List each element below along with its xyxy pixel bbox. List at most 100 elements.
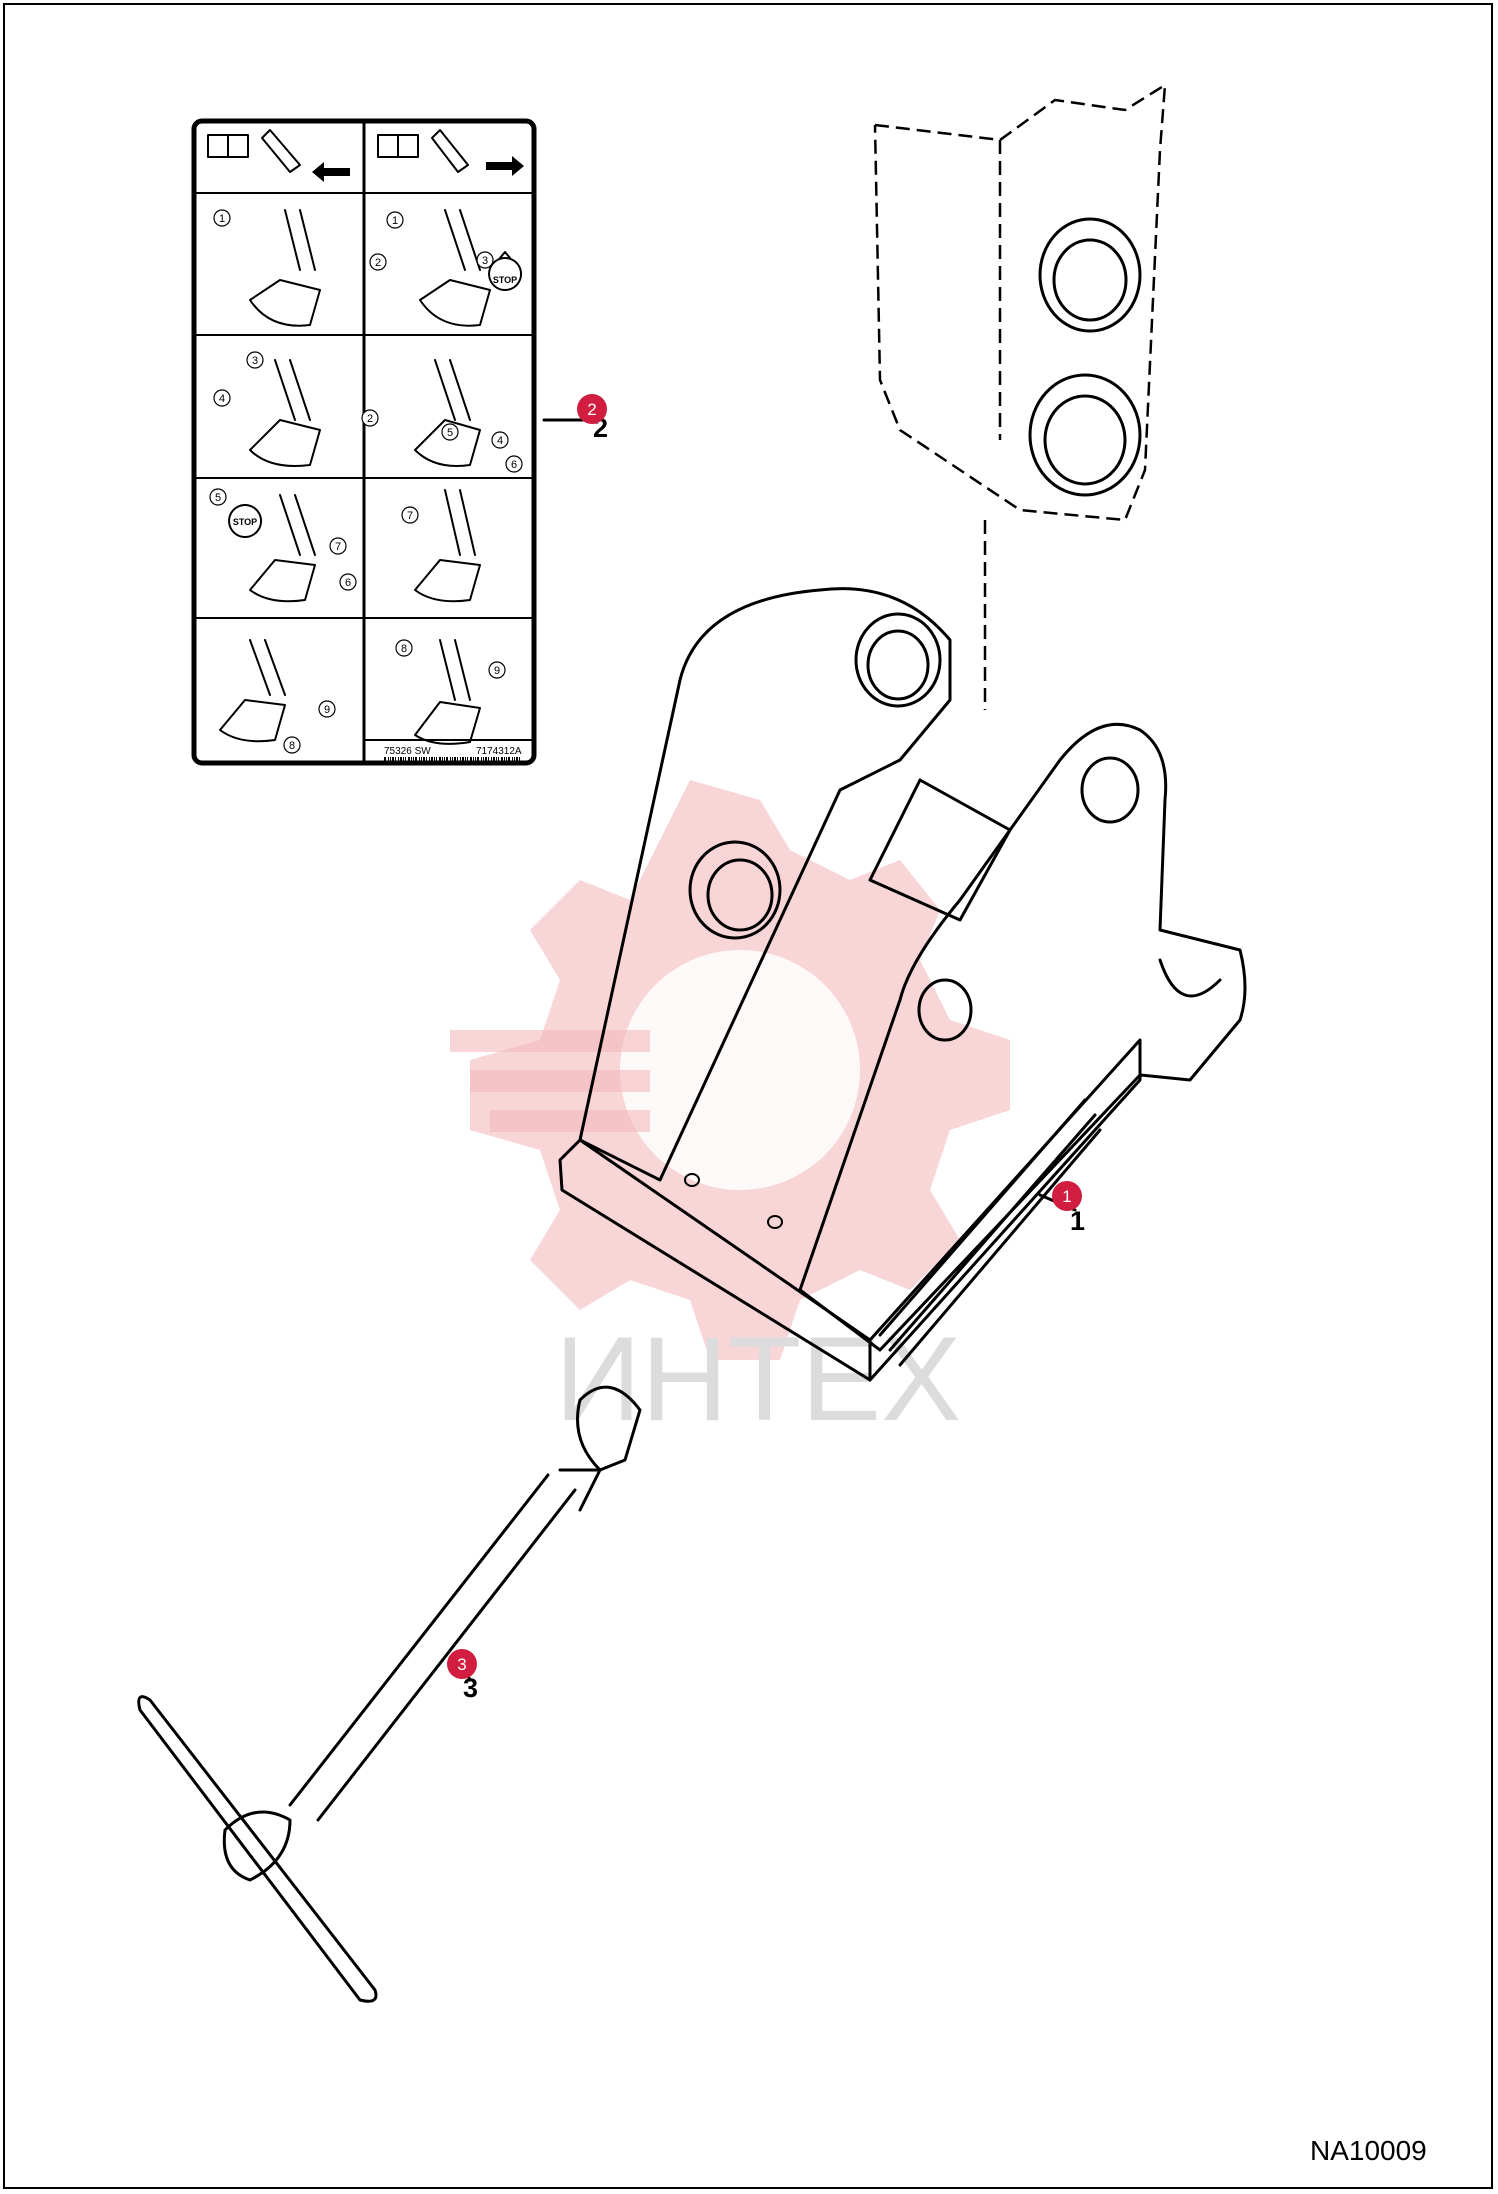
- barcode-bar: [508, 757, 510, 761]
- barcode-bar: [411, 757, 412, 761]
- barcode-bar: [491, 757, 492, 761]
- barcode-bar: [516, 757, 518, 761]
- barcode-bar: [405, 757, 406, 761]
- barcode-bar: [423, 757, 425, 761]
- barcode-bar: [475, 757, 476, 761]
- barcode-bar: [444, 757, 445, 761]
- barcode-bar: [483, 757, 484, 761]
- arrow-right-icon: [486, 156, 524, 176]
- barcode-bar: [415, 757, 417, 761]
- drawing-code: NA10009: [1310, 2135, 1427, 2166]
- step-circle: [318, 700, 336, 718]
- arm-icon: [261, 129, 301, 173]
- barcode-bar: [439, 757, 441, 761]
- step-number: 4: [219, 393, 225, 405]
- step-circle: [395, 639, 413, 657]
- callout-marker: 11: [1052, 1181, 1085, 1236]
- step-circle: [283, 736, 301, 754]
- book-icon: [377, 134, 419, 158]
- barcode-bar: [462, 757, 464, 761]
- step-circle: [329, 537, 347, 555]
- barcode-bar: [436, 757, 437, 761]
- barcode-bar: [467, 757, 468, 761]
- step-number: 8: [401, 643, 407, 655]
- step-number: 9: [324, 704, 330, 716]
- barcode-bar: [419, 757, 420, 761]
- book-icon: [207, 134, 249, 158]
- barcode-bar: [442, 757, 443, 761]
- barcode-bar: [426, 757, 427, 761]
- quick-coupler: [558, 587, 1247, 1382]
- step-circle: [339, 573, 357, 591]
- step-circle: [401, 506, 419, 524]
- barcode-bar: [403, 757, 404, 761]
- barcode-bar: [514, 757, 515, 761]
- barcode-bar: [408, 757, 410, 761]
- barcode-bar: [504, 757, 505, 761]
- step-number: 2: [367, 413, 373, 425]
- barcode-bar: [519, 757, 520, 761]
- decal-left-code: 75326 SW: [384, 746, 431, 757]
- step-circle: [361, 409, 379, 427]
- step-circle: [476, 251, 494, 269]
- callout-marker: 33: [447, 1649, 478, 1703]
- barcode-bar: [488, 757, 489, 761]
- step-number: 9: [494, 665, 500, 677]
- callout-circle: [577, 394, 607, 424]
- step-number: 6: [511, 459, 517, 471]
- t-handle-wrench: [137, 1385, 642, 2003]
- barcode-bar: [465, 757, 466, 761]
- item-number: 3: [463, 1673, 478, 1703]
- callout-circle: [447, 1649, 477, 1679]
- barcode-bar: [454, 757, 456, 761]
- drawing-frame: [3, 3, 1493, 2189]
- watermark-logo: [450, 780, 1010, 1360]
- stop-label: STOP: [493, 275, 517, 285]
- step-circle: [369, 253, 387, 271]
- barcode-bar: [498, 757, 499, 761]
- decal-right-code: 7174312A: [476, 746, 522, 757]
- barcode-bar: [395, 757, 396, 761]
- barcode-bar: [450, 757, 451, 761]
- barcode-bar: [421, 757, 422, 761]
- step-number: 3: [252, 355, 258, 367]
- barcode-bar: [506, 757, 507, 761]
- step-number: 1: [219, 213, 225, 225]
- barcode-bar: [473, 757, 474, 761]
- arrow-left-icon: [312, 162, 350, 182]
- callout-number: 2: [587, 400, 596, 419]
- callout-number: 1: [1062, 1187, 1071, 1206]
- step-number: 4: [497, 435, 503, 447]
- step-number: 6: [345, 577, 351, 589]
- barcode-bar: [485, 757, 487, 761]
- barcode-bar: [501, 757, 503, 761]
- barcode-bar: [457, 757, 458, 761]
- step-number: 5: [447, 427, 453, 439]
- step-circle: [488, 661, 506, 679]
- barcode-bar: [434, 757, 435, 761]
- step-number: 7: [407, 510, 413, 522]
- barcode-bar: [384, 757, 386, 761]
- step-circle: [505, 455, 523, 473]
- bucket-sketch: [219, 209, 491, 745]
- callout-marker: 22: [577, 394, 608, 443]
- step-circle: [213, 389, 231, 407]
- callout-layer: 11 22 33: [447, 394, 1085, 1703]
- barcode-bar: [431, 757, 433, 761]
- arm-icon: [431, 129, 469, 173]
- barcode-bar: [392, 757, 394, 761]
- barcode-bar: [452, 757, 453, 761]
- barcode-bar: [413, 757, 414, 761]
- step-number: 5: [215, 492, 221, 504]
- item-number: 1: [1070, 1206, 1085, 1236]
- callout-number: 3: [457, 1655, 466, 1674]
- barcode-bar: [446, 757, 448, 761]
- step-number: 1: [392, 215, 398, 227]
- step-number: 7: [335, 541, 341, 553]
- barcode-bar: [429, 757, 430, 761]
- barcode-bar: [460, 757, 461, 761]
- barcode-bar: [398, 757, 399, 761]
